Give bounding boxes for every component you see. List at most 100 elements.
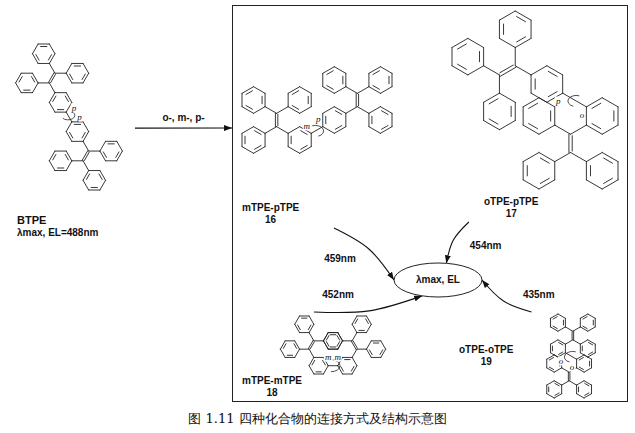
bond-line: [84, 152, 89, 160]
bond-line: [338, 341, 343, 349]
bond-line: [323, 366, 328, 374]
bond-line: [591, 359, 592, 368]
bond-line: [380, 350, 383, 355]
bond-line: [116, 152, 119, 157]
bond-line: [83, 161, 89, 171]
bond-line: [562, 75, 563, 93]
bond-line: [577, 355, 584, 359]
isomer-panel: mTPE-pTPE16oTPE-pTPE17λmax, ELmTPE-mTPE1…: [232, 5, 628, 402]
bond-line: [335, 126, 341, 130]
bond-line: [288, 147, 300, 154]
node-subtitle: 17: [506, 208, 517, 220]
bond-line: [563, 320, 564, 325]
bond-line: [83, 132, 89, 142]
bond-line: [515, 11, 531, 20]
bond-line: [489, 99, 498, 104]
bond-line: [309, 316, 314, 324]
bond-line: [369, 87, 381, 94]
bond-line: [351, 366, 354, 371]
bond-line: [368, 73, 369, 86]
bond-line: [53, 154, 56, 159]
bond-line: [346, 107, 358, 114]
bond-line: [380, 107, 392, 114]
bond-line: [55, 92, 66, 93]
bond-line: [242, 87, 254, 94]
bond-line: [309, 333, 314, 341]
bond-line: [314, 340, 324, 341]
bond-line: [295, 341, 300, 349]
bond-line: [262, 96, 263, 103]
bond-line: [547, 381, 554, 385]
bond-line: [21, 73, 32, 74]
connector-line: [135, 128, 232, 129]
bond-line: [242, 93, 243, 106]
bond-line: [86, 174, 89, 179]
bond-line: [265, 127, 277, 134]
bond-line: [523, 162, 524, 180]
bond-line: [499, 75, 500, 93]
bond-line: [586, 162, 587, 180]
bond-line: [66, 112, 72, 122]
bond-line: [308, 96, 309, 103]
rotation-arrow: [331, 360, 340, 372]
bond-line: [371, 340, 381, 341]
bond-line: [334, 107, 346, 114]
bond-line: [592, 124, 601, 129]
bond-line: [583, 326, 587, 328]
bond-line: [547, 66, 563, 75]
compound-group: mTPE-pTPE16: [238, 22, 398, 228]
bond-line: [343, 374, 353, 375]
linkage-position: p: [315, 114, 322, 123]
bond-line: [554, 107, 555, 125]
bond-line: [550, 318, 551, 327]
bond-line: [41, 46, 47, 47]
linkage-position: p: [76, 113, 83, 122]
bond-line: [595, 318, 596, 327]
bond-line: [381, 349, 386, 357]
bond-line: [83, 122, 89, 132]
bond-line: [342, 76, 343, 83]
bond-line: [584, 394, 591, 398]
bond-line: [309, 349, 314, 357]
bond-line: [484, 93, 500, 102]
node-title: oTPE-oTPE: [459, 344, 513, 356]
bond-line: [381, 111, 387, 115]
bond-line: [246, 91, 252, 95]
bond-line: [330, 334, 335, 335]
bond-line: [380, 87, 392, 94]
bond-line: [49, 54, 55, 64]
bond-line: [343, 340, 353, 341]
bond-line: [83, 73, 89, 83]
bond-line: [565, 340, 572, 344]
bond-line: [99, 174, 102, 179]
bond-line: [580, 340, 587, 344]
bond-line: [300, 147, 312, 154]
bond-line: [345, 113, 346, 126]
bond-line: [602, 125, 618, 134]
text-group: mTPE-pTPE16: [242, 202, 299, 226]
bond-line: [106, 141, 117, 142]
bond-line: [49, 63, 55, 73]
bond-line: [242, 133, 243, 146]
bond-line: [515, 102, 516, 120]
bond-line: [546, 359, 547, 368]
bond-line: [618, 162, 619, 180]
bond-line: [373, 343, 378, 344]
bond-line: [357, 87, 369, 94]
bond-line: [300, 107, 312, 114]
node-title: mTPE-mTPE: [242, 375, 302, 387]
bond-line: [554, 381, 561, 385]
bond-line: [309, 357, 314, 365]
bond-line: [285, 340, 295, 341]
connector-arrow: [446, 222, 469, 263]
bond-line: [582, 346, 583, 351]
bond-line: [83, 180, 89, 190]
bond-line: [82, 132, 85, 137]
bond-line: [32, 77, 35, 82]
bond-line: [547, 355, 554, 359]
bond-line: [89, 190, 100, 191]
bond-line: [310, 342, 314, 349]
bond-line: [242, 127, 254, 134]
bond-line: [539, 125, 555, 134]
node-title: λmax, EL: [416, 274, 460, 286]
